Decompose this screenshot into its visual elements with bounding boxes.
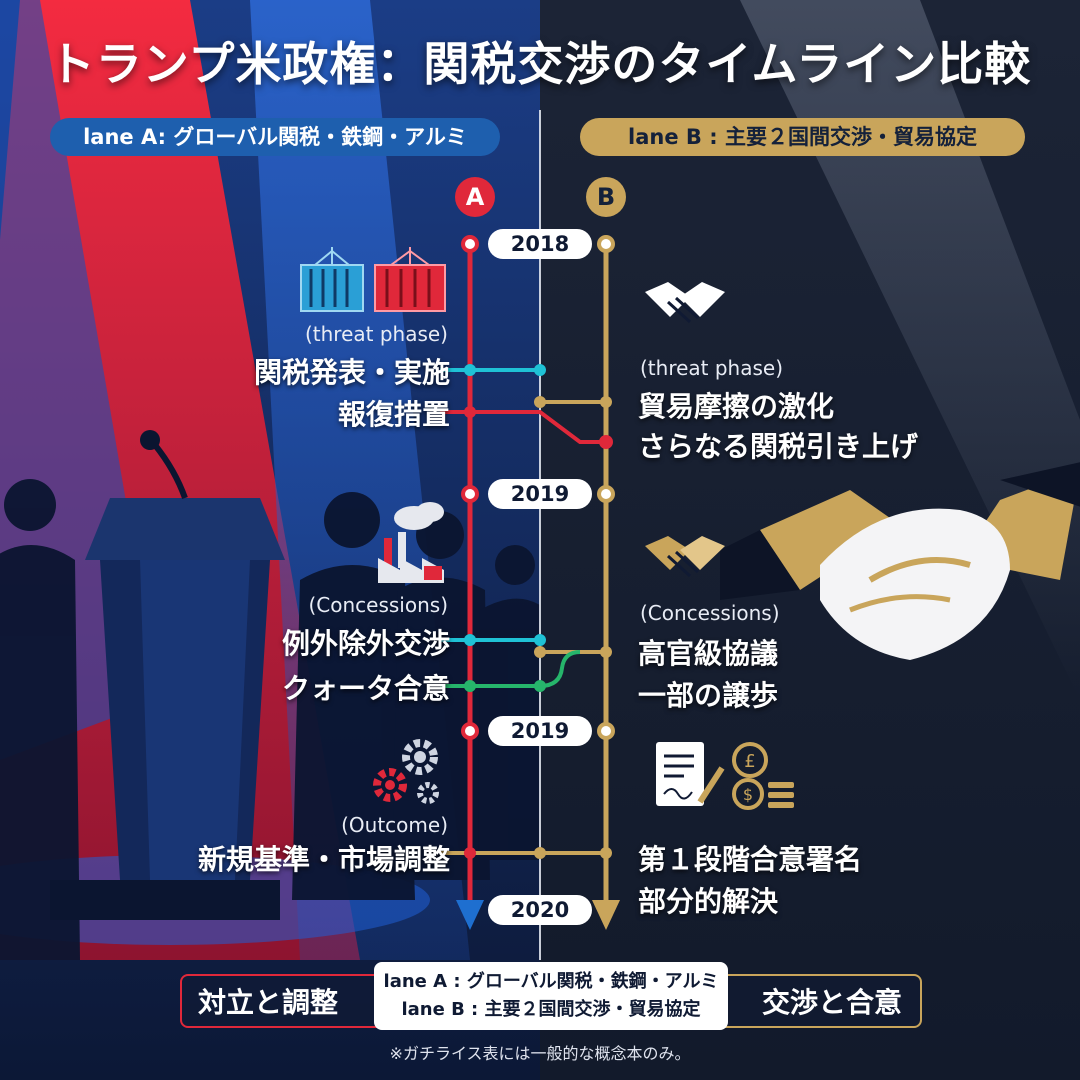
- handshake-gold-icon: [645, 536, 725, 578]
- year-marker-2019a: 2019: [488, 479, 592, 509]
- concession-b-line2: 一部の譲歩: [638, 679, 779, 712]
- outcome-a-tag: (Outcome): [341, 813, 448, 837]
- legend-box: lane A : グローバル関税・鉄鋼・アルミ lane B : 主要２国間交渉…: [374, 962, 728, 1030]
- threat-a-tag: (threat phase): [304, 322, 448, 346]
- threat-a-line2: 報復措置: [337, 398, 450, 431]
- concession-b-line1: 高官級協議: [638, 637, 779, 670]
- shipping-container-icon: [300, 247, 446, 312]
- concession-a-tag: (Concessions): [308, 593, 448, 617]
- outcome-b-line2: 部分的解決: [638, 885, 779, 918]
- legend-lane-b: lane B : 主要２国間交渉・貿易協定: [401, 999, 701, 1020]
- gears-icon: [373, 739, 439, 804]
- footnote: ※ガチライス表には一般的な概念本のみ。: [389, 1044, 691, 1063]
- lane-a-header: lane A: グローバル関税・鉄鋼・アルミ: [50, 118, 500, 156]
- year-marker-2018: 2018: [488, 229, 592, 259]
- contract-coins-icon: £ $: [656, 742, 794, 810]
- svg-text:$: $: [743, 785, 753, 804]
- bottom-right-summary: 交渉と合意: [690, 974, 922, 1028]
- outcome-b-line1: 第１段階合意署名: [638, 843, 863, 876]
- threat-b-tag: (threat phase): [640, 356, 784, 380]
- bottom-left-summary: 対立と調整: [180, 974, 410, 1028]
- svg-text:£: £: [744, 751, 755, 772]
- handshake-large: [720, 462, 1080, 660]
- concession-a-line1: 例外除外交渉: [281, 627, 450, 660]
- page-title: トランプ米政権：関税交渉のタイムライン比較: [48, 37, 1032, 91]
- handshake-icon: [645, 282, 725, 324]
- lane-b-badge: B: [586, 177, 626, 217]
- legend-lane-a: lane A : グローバル関税・鉄鋼・アルミ: [383, 971, 719, 992]
- year-marker-2019b: 2019: [488, 716, 592, 746]
- outcome-a-line1: 新規基準・市場調整: [197, 843, 450, 876]
- factory-icon: [378, 502, 444, 583]
- threat-b-line1: 貿易摩擦の激化: [638, 390, 835, 423]
- lane-a-badge: A: [455, 177, 495, 217]
- concession-b-tag: (Concessions): [640, 601, 780, 625]
- threat-b-line2: さらなる関税引き上げ: [638, 430, 919, 463]
- year-marker-2020: 2020: [488, 895, 592, 925]
- lane-b-header: lane B : 主要２国間交渉・貿易協定: [580, 118, 1025, 156]
- threat-a-line1: 関税発表・実施: [253, 356, 450, 389]
- concession-a-line2: クォータ合意: [281, 672, 450, 705]
